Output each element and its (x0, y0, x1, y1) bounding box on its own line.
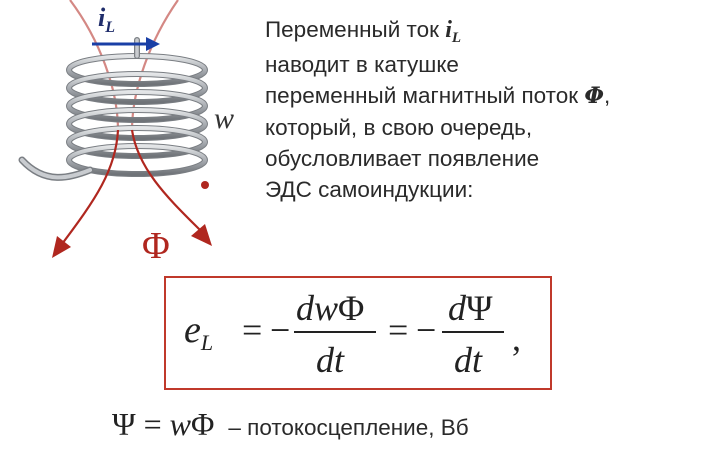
flux-line-right (130, 129, 201, 231)
flux-linkage-formula: Ψ = wΦ (112, 406, 215, 442)
explanation-text: Переменный ток iL наводит в катушке пере… (265, 14, 710, 205)
flux-symbol: Φ (584, 83, 604, 109)
flux-line-left-back (69, 0, 120, 131)
current-subscript: L (451, 30, 462, 46)
formula-lhs: eL (184, 309, 213, 355)
coil-diagram: iL w Φ (18, 0, 234, 267)
explanation-line-4: который, в свою очередь, (265, 115, 533, 140)
emf-formula-box: eL = − dwΦ dt = − dΨ dt , (164, 276, 552, 390)
fraction-2-denominator: dt (454, 340, 483, 380)
fraction-1-denominator: dt (316, 340, 345, 380)
flux-label: Φ (142, 225, 170, 267)
current-label: iL (98, 3, 115, 36)
explanation-line-3: переменный магнитный поток Φ, (265, 83, 611, 109)
fraction-2-numerator: dΨ (448, 288, 493, 328)
current-arrow-head (146, 37, 160, 51)
formula-equals-1: = (242, 310, 262, 350)
explanation-line-2: наводит в катушке (265, 52, 459, 77)
flux-line-right-back (130, 0, 179, 131)
formula-equals-2: = (388, 310, 408, 350)
formula-trailing-comma: , (512, 318, 521, 358)
fraction-1-numerator: dwΦ (296, 288, 364, 328)
formula-minus-1: − (270, 310, 290, 350)
flux-linkage-description: – потокосцепление, Вб (228, 415, 469, 440)
flux-line-left (61, 129, 120, 245)
flux-dot (201, 181, 209, 189)
emf-formula: eL = − dwΦ dt = − dΨ dt , (184, 288, 521, 380)
formula-minus-2: − (416, 310, 436, 350)
flux-arrow-left (52, 236, 71, 258)
flux-linkage-line: Ψ = wΦ – потокосцепление, Вб (112, 406, 469, 446)
explanation-line-6: ЭДС самоиндукции: (265, 177, 474, 202)
explanation-line-1: Переменный ток iL (265, 17, 462, 46)
current-symbol: i (445, 17, 452, 43)
turns-label: w (214, 102, 234, 135)
flux-arrow-right (191, 224, 212, 246)
explanation-line-5: обусловливает появление (265, 146, 540, 171)
